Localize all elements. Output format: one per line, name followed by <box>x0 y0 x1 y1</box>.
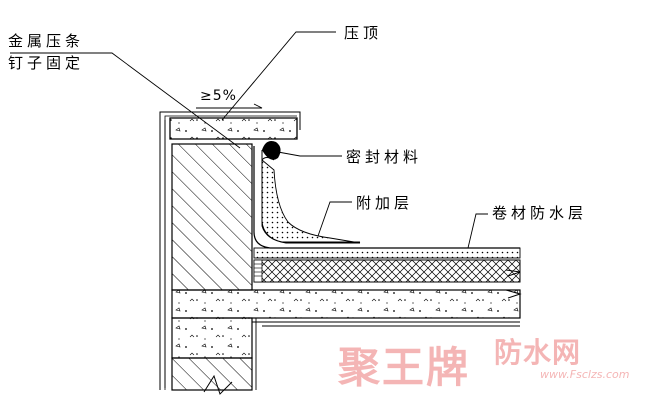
lower-brick-wall <box>171 357 253 391</box>
insulation-layer <box>253 259 521 283</box>
slope-arrow <box>196 103 263 109</box>
leader-sealant <box>277 151 342 157</box>
label-metal-strip-line2: 钉子固定 <box>8 54 84 72</box>
sealant-blob <box>262 141 281 160</box>
coping-slab <box>169 117 298 140</box>
roof-beam <box>171 317 253 359</box>
leader-membrane <box>467 213 488 249</box>
watermark-brand: 聚王牌 <box>337 343 470 392</box>
roof-structural-slab <box>171 289 521 319</box>
label-metal-strip-line1: 金属压条 <box>8 32 84 50</box>
label-slope: ≥5% <box>200 88 237 104</box>
insulation-edge <box>253 259 263 283</box>
roof-protective-layer <box>253 247 521 259</box>
watermark-url: www.Fsclzs.com <box>540 368 629 381</box>
leader-coping <box>221 31 336 121</box>
label-sealant: 密封材料 <box>346 148 422 166</box>
ceiling-line <box>252 318 520 390</box>
watermark: 聚王牌 防水网 www.Fsclzs.com <box>337 336 629 392</box>
label-additional-layer: 附加层 <box>356 194 413 212</box>
break-mark-right-2 <box>505 289 522 299</box>
label-coping: 压顶 <box>344 24 382 42</box>
leader-metal-strip <box>10 52 241 149</box>
metal-flashing <box>159 111 301 390</box>
leader-additional <box>317 201 352 237</box>
additional-layer-fill <box>261 159 361 244</box>
label-membrane-layer: 卷材防水层 <box>492 204 587 222</box>
break-mark-bottom <box>203 374 233 395</box>
metal-flashing-inner <box>164 115 297 390</box>
parapet-brick-wall <box>171 143 253 291</box>
break-mark-right <box>505 269 521 277</box>
membrane-top-line <box>261 157 275 161</box>
watermark-suffix: 防水网 <box>494 336 581 369</box>
